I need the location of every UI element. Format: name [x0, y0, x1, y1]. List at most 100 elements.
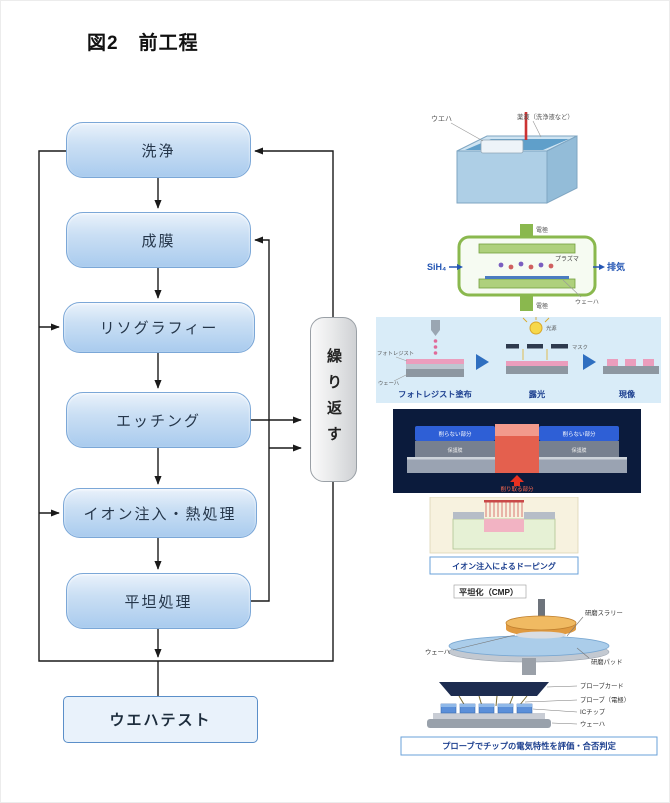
cvd-wafer — [485, 276, 569, 279]
cvd-wafer-label: ウェーハ — [575, 298, 599, 306]
leader-line — [524, 699, 578, 703]
leader-line — [452, 634, 516, 651]
resist-drop — [433, 351, 438, 355]
leader-line — [393, 373, 409, 382]
gas-inlet-arrowhead — [457, 264, 463, 270]
implant-caption: イオン注入によるドーピング — [452, 561, 556, 571]
cleaning-liquid-label: 薬液（洗浄液など） — [517, 112, 574, 121]
etch-right-box-label: 削らない部分 — [562, 430, 596, 438]
electrode-stem-bottom — [520, 295, 533, 311]
cmp-head-shaft — [538, 599, 545, 621]
leader-line — [450, 122, 484, 142]
litho-step1-caption: フォトレジスト塗布 — [398, 389, 472, 399]
cvd-electrode-bottom-label: 電極 — [536, 302, 548, 310]
resist-drop — [433, 345, 438, 349]
cmp-wafer — [516, 631, 566, 639]
exhaust-arrowhead — [599, 264, 605, 270]
flow-step-etching: エッチング — [66, 392, 251, 448]
figure-title: 図2 前工程 — [87, 33, 199, 54]
flow-step-planarization: 平坦処理 — [66, 573, 251, 629]
photomask-gap — [543, 344, 551, 349]
probe-caption: プローブでチップの電気特性を評価・合否判定 — [442, 741, 616, 751]
flow-step-cleaning: 洗浄 — [66, 122, 251, 178]
litho-step3-caption: 現像 — [619, 389, 636, 399]
etch-up-arrow — [510, 475, 524, 482]
illustration-implant: イオン注入によるドーピング — [429, 497, 579, 575]
resist-layer — [406, 359, 464, 364]
ic-chips — [440, 703, 533, 714]
illustration-probe: プローブカード プローブ（電極） ICチップ ウェーハ プローブでチップの電気特… — [400, 681, 658, 756]
patterned-resist — [607, 359, 618, 366]
cmp-slurry-label: 研磨スラリー — [585, 608, 623, 617]
leader-line — [532, 708, 578, 713]
probe-wafer-label: ウェーハ — [580, 720, 605, 728]
cmp-title: 平坦化（CMP） — [459, 587, 518, 597]
flow-step-implant: イオン注入・熱処理 — [63, 488, 257, 538]
step-arrow-icon — [583, 354, 596, 370]
patterned-resist — [625, 359, 636, 366]
leader-line — [551, 722, 578, 725]
flow-step-lithography: リソグラフィー — [63, 302, 255, 353]
doped-region — [484, 519, 524, 532]
cvd-plasma-label: プラズマ — [555, 255, 579, 263]
leader-line — [562, 279, 582, 298]
illustration-cvd: プラズマ SiH₄ 排気 電極 電極 ウェーハ — [427, 224, 625, 311]
cmp-pad-label: 研磨パッド — [591, 657, 622, 666]
wafer-base — [406, 369, 464, 377]
flow-step-deposition: 成膜 — [66, 212, 251, 268]
cvd-gas-label: SiH₄ — [427, 262, 446, 272]
tank-side — [546, 135, 578, 204]
etch-film-left — [415, 441, 495, 457]
plasma-particle — [528, 264, 534, 270]
leader-line — [566, 616, 584, 637]
etch-film-right — [539, 441, 619, 457]
cmp-title-box — [453, 584, 527, 599]
oxide-layer — [406, 364, 464, 369]
photomask-gap — [519, 344, 527, 349]
implant-caption-box — [429, 556, 579, 575]
leader-line — [546, 685, 578, 688]
resist-drop — [433, 339, 438, 343]
step-arrow-icon — [476, 354, 489, 370]
probe-needle-label: プローブ（電極） — [580, 695, 630, 704]
wafer-carrier — [480, 139, 524, 154]
illustration-cleaning: ウエハ 薬液（洗浄液など） — [431, 112, 578, 204]
flow-step-lithography-label: リソグラフィー — [99, 320, 219, 337]
flow-step-deposition-label: 成膜 — [141, 232, 176, 250]
implant-mask-right — [524, 512, 555, 519]
plasma-particle — [548, 263, 554, 269]
ion-beams — [485, 502, 523, 517]
flow-wafer-test-box: ウエハテスト — [63, 696, 258, 743]
etch-remove-label: 削り取る部分 — [500, 485, 534, 493]
plasma-particle — [508, 264, 514, 270]
probe-wafer — [427, 719, 551, 728]
litho-resist-label: フォトレジスト — [377, 350, 414, 357]
illustration-etching: 削らない部分 削らない部分 保護膜 保護膜 削り取る部分 — [393, 409, 641, 493]
probe-card-label: プローブカード — [580, 681, 624, 690]
electrode-stem-top — [520, 224, 533, 237]
etch-left-box-label: 削らない部分 — [438, 430, 472, 438]
cmp-wafer-label: ウェーハ — [425, 648, 450, 656]
light-ray — [522, 317, 528, 323]
cmp-head-top — [505, 615, 577, 631]
resist-nozzle-tip — [431, 330, 440, 336]
electrode-top-bar — [478, 243, 576, 254]
resist-layer — [506, 361, 568, 366]
photomask — [506, 344, 568, 349]
arrow-loop-into-deposit — [251, 236, 270, 602]
wafer-base — [506, 366, 568, 374]
etch-mask-left — [415, 426, 495, 441]
patterned-resist — [643, 359, 654, 366]
probe-card — [439, 682, 549, 696]
illustration-cmp: 平坦化（CMP） 研磨スラリー 研磨パッド ウェーハ — [425, 584, 623, 675]
litho-mask-label: マスク — [572, 344, 588, 351]
cmp-base-shaft — [522, 658, 536, 675]
cvd-exhaust-label: 排気 — [607, 261, 625, 272]
leader-line — [395, 356, 408, 362]
light-source — [529, 321, 543, 335]
litho-step2-caption: 露光 — [529, 389, 546, 399]
etch-up-arrow-stem — [514, 482, 520, 486]
etch-film-right-label: 保護膜 — [571, 447, 586, 454]
probe-caption-box — [400, 736, 658, 756]
